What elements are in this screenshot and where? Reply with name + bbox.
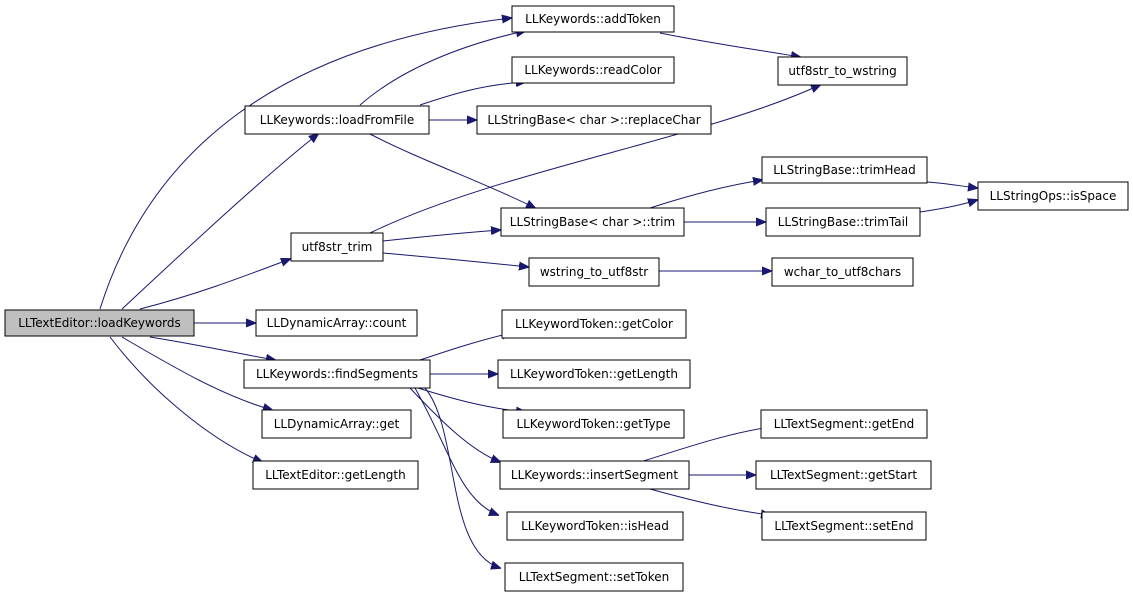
svg-text:utf8str_to_wstring: utf8str_to_wstring (788, 64, 896, 78)
edge-loadfromfile-addtoken (359, 31, 525, 106)
edge-utf8strtrim-utf8strtowstring (369, 85, 820, 234)
node-setend[interactable]: LLTextSegment::setEnd (761, 511, 927, 541)
edge-findsegments-getcolor (419, 333, 511, 361)
svg-text:LLTextEditor::loadKeywords: LLTextEditor::loadKeywords (18, 316, 181, 330)
node-get[interactable]: LLDynamicArray::get (261, 409, 412, 439)
svg-text:LLStringBase< char >::replaceC: LLStringBase< char >::replaceChar (487, 113, 700, 127)
node-loadfromfile[interactable]: LLKeywords::loadFromFile (244, 105, 430, 135)
edge-findsegments-ishead (414, 387, 498, 515)
node-addtoken[interactable]: LLKeywords::addToken (511, 5, 675, 33)
edge-loadkeywords-get (121, 336, 272, 410)
svg-text:LLStringBase::trimTail: LLStringBase::trimTail (778, 215, 909, 229)
node-gettype[interactable]: LLKeywordToken::getType (502, 409, 685, 439)
edge-loadkeywords-addtoken (99, 18, 511, 310)
svg-text:LLKeywordToken::isHead: LLKeywordToken::isHead (521, 519, 669, 533)
svg-text:LLKeywords::insertSegment: LLKeywords::insertSegment (511, 468, 678, 482)
node-trimhead[interactable]: LLStringBase::trimHead (761, 156, 928, 184)
node-loadkeywords[interactable]: LLTextEditor::loadKeywords (4, 309, 195, 337)
node-utf8strtrim[interactable]: utf8str_trim (290, 232, 384, 262)
node-wchartoutf8chars[interactable]: wchar_to_utf8chars (771, 257, 914, 287)
svg-text:LLKeywordToken::getColor: LLKeywordToken::getColor (515, 317, 673, 331)
node-insertsegment[interactable]: LLKeywords::insertSegment (499, 460, 690, 490)
svg-text:LLKeywordToken::getType: LLKeywordToken::getType (516, 417, 670, 431)
edge-addtoken-utf8strtowstring (659, 32, 800, 57)
edge-loadkeywords-findsegments (149, 336, 275, 360)
svg-text:wchar_to_utf8chars: wchar_to_utf8chars (784, 265, 901, 279)
edge-loadfromfile-readcolor (419, 82, 525, 106)
node-getend[interactable]: LLTextSegment::getEnd (760, 409, 928, 439)
node-replacechar[interactable]: LLStringBase< char >::replaceChar (476, 105, 712, 135)
svg-text:LLTextSegment::getEnd: LLTextSegment::getEnd (774, 417, 915, 431)
edge-findsegments-gettype (417, 387, 525, 412)
edge-findsegments-settoken (424, 387, 500, 568)
svg-text:LLStringBase::trimHead: LLStringBase::trimHead (773, 163, 916, 177)
svg-text:LLStringOps::isSpace: LLStringOps::isSpace (990, 189, 1117, 203)
svg-text:LLTextSegment::setToken: LLTextSegment::setToken (519, 570, 670, 584)
edge-utf8strtrim-wstringtoutf8str (382, 252, 528, 267)
svg-text:wstring_to_utf8str: wstring_to_utf8str (540, 265, 648, 279)
node-wstringtoutf8str[interactable]: wstring_to_utf8str (528, 257, 660, 287)
node-utf8strtowstring[interactable]: utf8str_to_wstring (777, 56, 908, 86)
edge-loadkeywords-loadfromfile (121, 134, 318, 310)
svg-text:LLKeywords::findSegments: LLKeywords::findSegments (256, 367, 418, 381)
edge-loadkeywords-getlength (109, 336, 262, 462)
node-settoken[interactable]: LLTextSegment::setToken (504, 562, 684, 592)
nodes: LLTextEditor::loadKeywords LLKeywords::a… (4, 5, 1129, 592)
node-getcolor[interactable]: LLKeywordToken::getColor (501, 309, 687, 339)
node-ishead[interactable]: LLKeywordToken::isHead (506, 511, 684, 541)
svg-text:LLTextEditor::getLength: LLTextEditor::getLength (265, 468, 405, 482)
svg-text:LLDynamicArray::count: LLDynamicArray::count (267, 316, 407, 330)
svg-text:LLKeywords::addToken: LLKeywords::addToken (525, 12, 661, 26)
edge-insertsegment-getend (639, 427, 770, 463)
node-isspace[interactable]: LLStringOps::isSpace (977, 181, 1129, 211)
svg-text:LLTextSegment::getStart: LLTextSegment::getStart (770, 468, 917, 482)
edge-trim-trimhead (649, 180, 762, 209)
node-getstart[interactable]: LLTextSegment::getStart (755, 460, 932, 490)
node-readcolor[interactable]: LLKeywords::readColor (511, 56, 675, 84)
node-getlength-token[interactable]: LLKeywordToken::getLength (497, 359, 691, 389)
edge-insertsegment-setend (649, 488, 770, 515)
svg-text:LLKeywords::readColor: LLKeywords::readColor (524, 63, 661, 77)
svg-text:LLTextSegment::setEnd: LLTextSegment::setEnd (774, 519, 913, 533)
edge-utf8strtrim-trim (382, 230, 500, 242)
edge-findsegments-insertsegment (409, 387, 500, 462)
edge-loadfromfile-trim (369, 133, 535, 208)
edge-trimhead-isspace (926, 181, 977, 188)
svg-text:utf8str_trim: utf8str_trim (302, 240, 373, 254)
node-trimtail[interactable]: LLStringBase::trimTail (765, 207, 921, 237)
node-trim[interactable]: LLStringBase< char >::trim (500, 207, 685, 237)
svg-text:LLKeywordToken::getLength: LLKeywordToken::getLength (510, 367, 678, 381)
node-findsegments[interactable]: LLKeywords::findSegments (243, 359, 431, 389)
svg-text:LLDynamicArray::get: LLDynamicArray::get (274, 417, 400, 431)
node-count[interactable]: LLDynamicArray::count (255, 309, 418, 337)
node-getlength-editor[interactable]: LLTextEditor::getLength (252, 460, 419, 490)
edge-trimtail-isspace (919, 200, 977, 213)
svg-text:LLKeywords::loadFromFile: LLKeywords::loadFromFile (260, 113, 414, 127)
edge-loadkeywords-utf8strtrim (139, 259, 290, 310)
svg-text:LLStringBase< char >::trim: LLStringBase< char >::trim (510, 215, 675, 229)
